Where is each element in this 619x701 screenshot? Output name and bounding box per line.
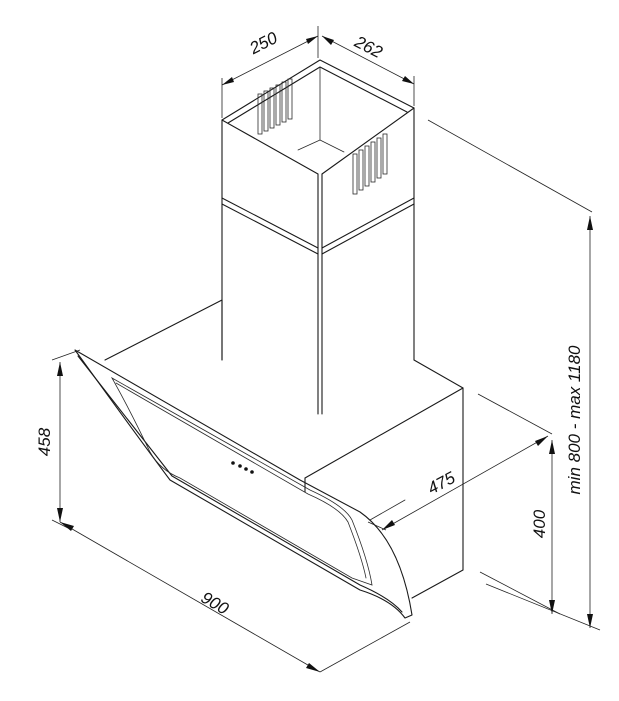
label-total-height: min 800 - max 1180 (565, 345, 584, 495)
dimension-line-hood-height (51, 349, 81, 529)
dimension-line-chimney-depth (321, 35, 415, 106)
dimension-line-hood-width (59, 521, 411, 673)
label-chimney-width: 250 (246, 28, 281, 59)
label-hood-width: 900 (198, 588, 233, 619)
label-hood-depth: 475 (424, 468, 458, 498)
dimension-line-chimney-width (221, 26, 319, 118)
chimney-vent-left (257, 78, 293, 135)
control-button[interactable] (231, 461, 235, 465)
label-chimney-depth: 262 (351, 32, 386, 63)
dimension-line-body-height (479, 440, 561, 615)
glass-panel (74, 349, 413, 619)
control-button[interactable] (238, 464, 242, 468)
control-button[interactable] (244, 467, 248, 471)
label-hood-height: 458 (35, 427, 54, 456)
chimney (221, 59, 415, 415)
control-button[interactable] (250, 470, 254, 474)
dimension-line-total-height (427, 119, 601, 631)
dimension-line-hood-depth (367, 393, 553, 531)
hood-body (104, 299, 464, 599)
chimney-vent-right (352, 133, 388, 195)
label-body-height: 400 (530, 509, 549, 538)
control-panel (231, 461, 254, 474)
